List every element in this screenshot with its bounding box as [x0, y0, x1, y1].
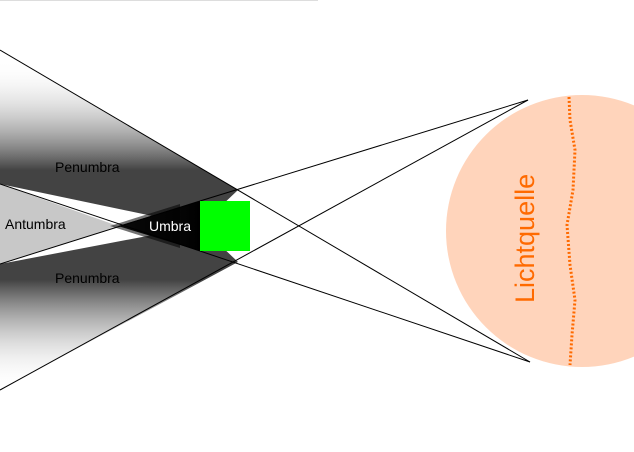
penumbra-bottom-region — [0, 226, 238, 390]
ray-upper-inner — [199, 99, 529, 202]
occluding-object — [200, 201, 250, 251]
umbra-core — [110, 204, 180, 248]
label-antumbra: Antumbra — [5, 216, 66, 232]
ray-antumbra-bottom — [0, 200, 201, 265]
penumbra-top-region — [0, 50, 238, 226]
ray-antumbra-top — [0, 183, 201, 252]
light-source-dotted-line — [565, 96, 577, 366]
light-source-circle — [446, 95, 634, 367]
label-umbra: Umbra — [149, 218, 191, 234]
label-light-source: Lichtquelle — [510, 174, 540, 303]
antumbra-region — [0, 184, 118, 264]
ray-lower-inner — [199, 250, 531, 363]
ray-top-outer — [0, 49, 531, 363]
ray-bottom-outer — [0, 99, 529, 391]
label-penumbra-bottom: Penumbra — [55, 270, 120, 286]
label-penumbra-top: Penumbra — [55, 159, 120, 175]
